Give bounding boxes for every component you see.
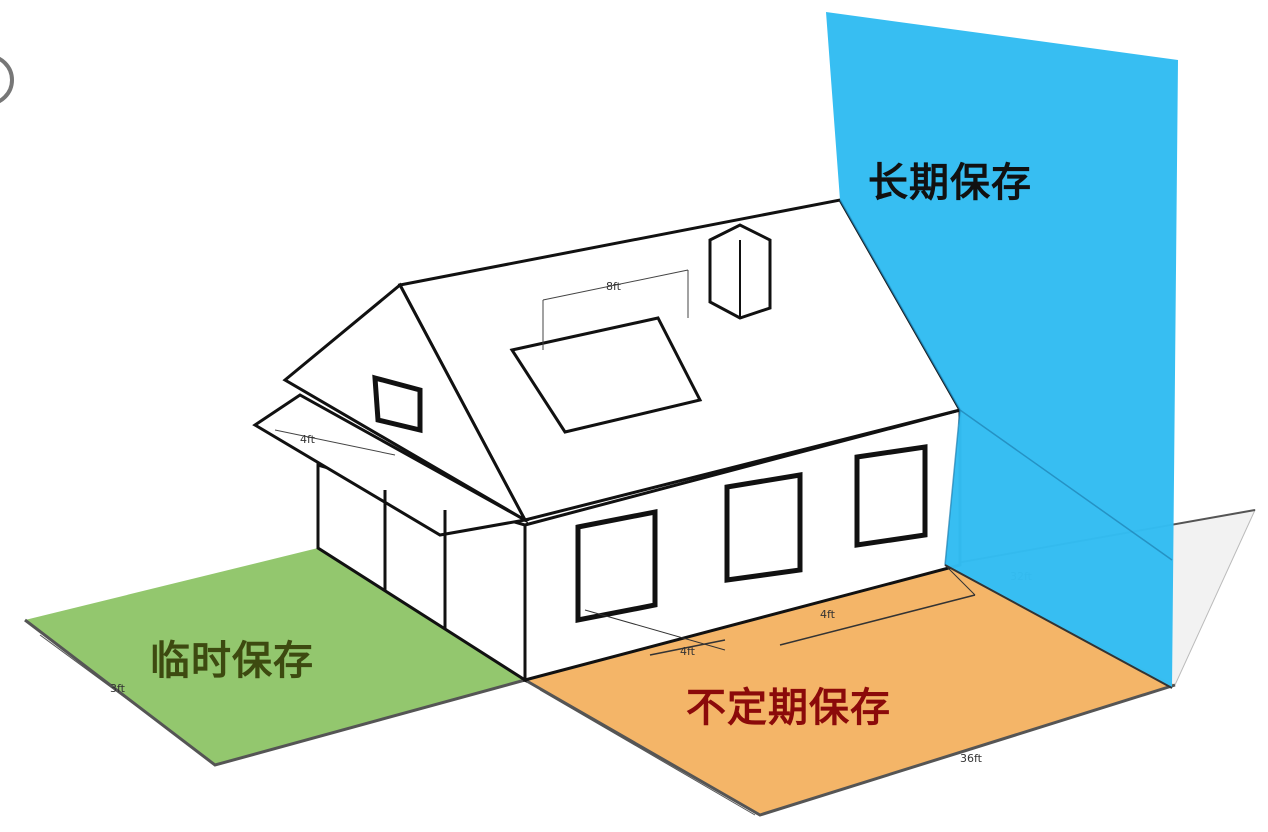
temporary-storage-label: 临时保存 xyxy=(150,638,314,684)
long-term-storage-plane xyxy=(826,12,1178,688)
skylight xyxy=(509,316,703,434)
skylight-width-label: 8ft xyxy=(606,280,622,293)
left-depth-dimension xyxy=(39,634,211,761)
long-term-storage-label: 长期保存 xyxy=(868,160,1032,206)
dimension-guide xyxy=(944,564,976,596)
window-offset-label: 4ft xyxy=(820,608,836,621)
skylight-dimension-line xyxy=(542,269,689,301)
irregular-storage-plane xyxy=(525,565,1175,815)
left-width-label: 3ft xyxy=(110,682,126,695)
dimension-guide xyxy=(584,609,726,651)
front-length-label: 36ft xyxy=(960,752,983,765)
dormer-window xyxy=(372,374,423,434)
window-gap-label: 4ft xyxy=(680,645,696,658)
page-corner-circle xyxy=(0,56,14,104)
front-dimension-guide xyxy=(539,689,756,816)
porch-depth-label: 4ft xyxy=(300,433,316,446)
front-window-1 xyxy=(575,508,658,624)
front-window-3 xyxy=(854,444,928,548)
temporary-storage-plane xyxy=(25,548,525,765)
front-window-2 xyxy=(724,472,803,583)
window-offset-dimension xyxy=(779,594,976,646)
irregular-plane-edge xyxy=(524,678,1176,817)
temporary-plane-edge xyxy=(24,618,526,767)
window-gap-dimension xyxy=(649,639,726,656)
porch-dimension-line xyxy=(274,429,396,456)
wall-edge-through-plane xyxy=(944,409,961,566)
long-plane-ground-edge xyxy=(944,564,1173,689)
irregular-storage-label: 不定期保存 xyxy=(686,685,891,731)
